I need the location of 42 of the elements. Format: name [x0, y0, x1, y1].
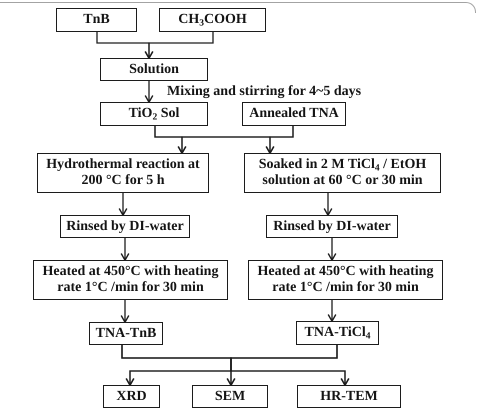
step-label: XRD	[116, 388, 147, 404]
process-box	[37, 153, 209, 193]
flow-arrow	[324, 193, 332, 216]
flow-arrow	[328, 300, 336, 322]
step-label: Hydrothermal reaction at 200 °C for 5 h	[45, 157, 201, 189]
process-box	[242, 102, 346, 126]
flow-arrow	[144, 32, 214, 59]
flow-arrow	[118, 193, 128, 216]
flow-arrow	[266, 126, 294, 154]
process-box	[192, 385, 268, 408]
process-box	[89, 322, 163, 345]
edge-label: Mixing and stirring for 4~5 days	[167, 84, 362, 100]
process-box	[103, 385, 160, 408]
step-label: Rinsed by DI-water	[66, 218, 184, 234]
process-box	[244, 153, 441, 193]
process-box	[297, 385, 401, 408]
flow-arrow	[144, 81, 154, 103]
process-box	[56, 8, 137, 32]
process-box	[159, 8, 266, 32]
step-label: Heated at 450°C with heating rate 1°C /min for 30 min	[42, 264, 220, 296]
step-label: Solution	[129, 62, 179, 78]
step-label: TnB	[83, 12, 110, 28]
process-box	[266, 215, 398, 238]
process-box	[100, 58, 208, 81]
process-box	[33, 260, 228, 300]
step-label: Heated at 450°C with heating rate 1°C /min for 30 min	[256, 264, 434, 296]
step-label: Annealed TNA	[249, 106, 339, 122]
flow-arrow	[120, 238, 130, 261]
flow-arrow	[328, 238, 336, 261]
step-label: TNA-TnB	[96, 326, 156, 342]
step-label: HR-TEM	[320, 388, 378, 404]
step-label: TNA-TiCl$_{4}$	[304, 325, 370, 341]
step-label: SEM	[214, 388, 246, 404]
step-label: TiO$_{2}$ Sol	[128, 106, 180, 122]
flow-arrow	[120, 300, 130, 323]
process-box	[60, 215, 190, 238]
process-box	[248, 260, 443, 300]
step-label: Rinsed by DI-water	[273, 218, 391, 234]
process-box	[100, 102, 208, 126]
process-box	[296, 321, 379, 345]
step-label: Soaked in 2 M TiCl$_{4}$ / EtOH solution at 60 °C or 30 min	[258, 157, 428, 189]
step-label: CH$_{3}$COOH	[178, 12, 247, 28]
